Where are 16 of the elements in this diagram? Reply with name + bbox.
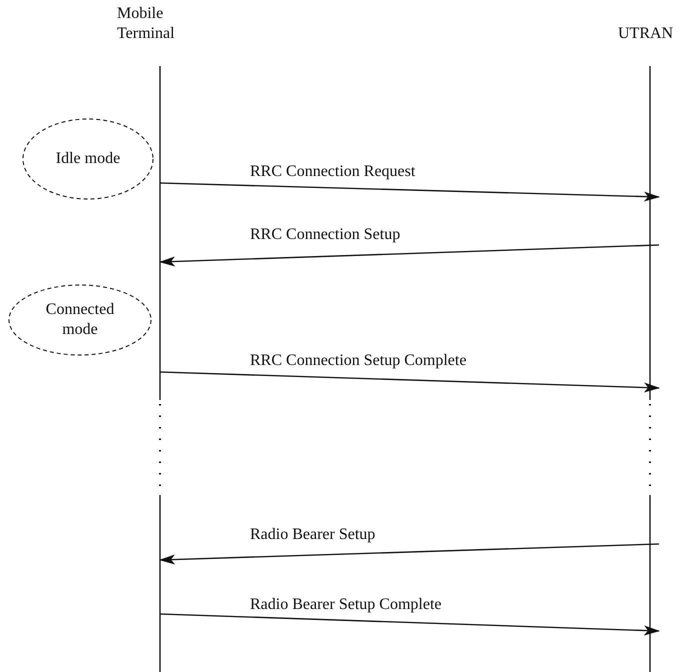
message-label: RRC Connection Request [248, 163, 418, 181]
message-label: Radio Bearer Setup [248, 526, 378, 544]
lifeline-header: Mobile Terminal [117, 4, 176, 44]
message-label: RRC Connection Setup Complete [248, 352, 468, 370]
message-label: Radio Bearer Setup Complete [248, 596, 444, 614]
message-arrow [160, 182, 660, 202]
message-arrow [160, 371, 660, 393]
message-arrow [160, 613, 660, 636]
state-ellipse [22, 118, 154, 200]
message-arrow [159, 244, 660, 266]
message-label: RRC Connection Setup [248, 226, 402, 244]
lifeline-header: UTRAN [618, 24, 674, 44]
state-label: Idle mode [54, 149, 122, 169]
state-label: Connected mode [44, 300, 116, 340]
state-ellipse [8, 284, 152, 356]
message-arrow [159, 543, 660, 565]
